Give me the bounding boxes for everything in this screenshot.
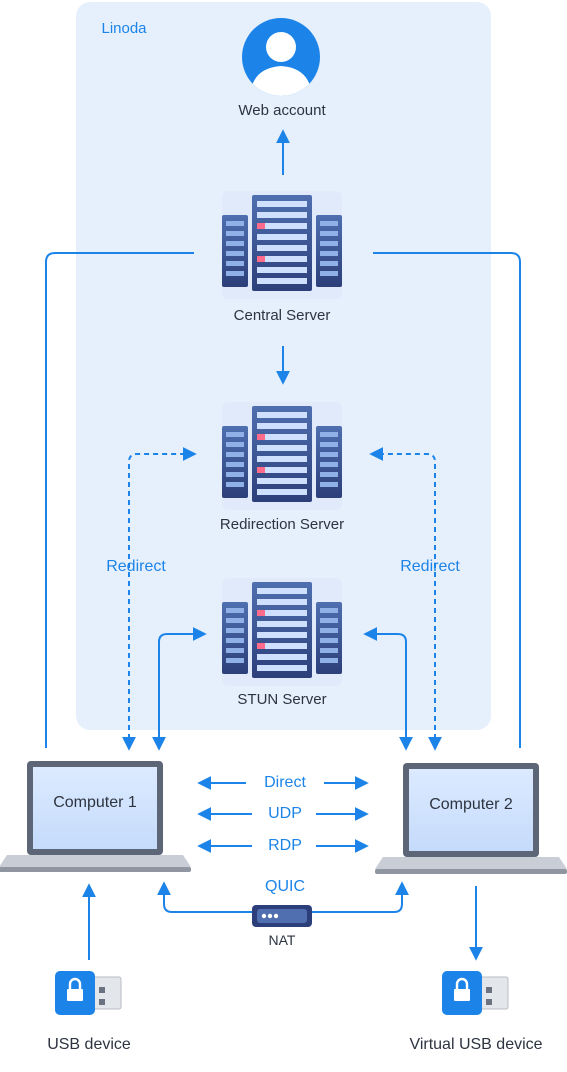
link-computer2-central — [373, 252, 521, 748]
arrow-quic-left — [157, 881, 252, 913]
virtual-usb-device-icon — [440, 969, 510, 1017]
redirect-right-label: Redirect — [400, 558, 460, 575]
virtual-usb-device-label: Virtual USB device — [409, 1036, 543, 1053]
computer1-laptop-icon — [0, 761, 191, 872]
user-avatar-icon — [242, 18, 320, 96]
nat-router-icon — [252, 905, 312, 927]
web-account-label: Web account — [238, 102, 326, 119]
computer2-label: Computer 2 — [429, 796, 513, 813]
region-label: Linoda — [101, 20, 147, 37]
rdp-label: RDP — [268, 837, 302, 854]
central-server-icon — [222, 191, 342, 299]
arrow-redirect-right — [369, 447, 442, 751]
quic-label: QUIC — [265, 878, 305, 895]
direct-label: Direct — [264, 774, 306, 791]
nat-label: NAT — [268, 932, 296, 948]
redirection-server-label: Redirection Server — [219, 516, 345, 533]
stun-server-label: STUN Server — [237, 691, 327, 708]
connection-arrows — [45, 129, 521, 961]
udp-label: UDP — [268, 805, 302, 822]
usb-device-icon — [53, 969, 123, 1017]
computer2-laptop-icon — [375, 763, 567, 874]
central-server-label: Central Server — [233, 307, 331, 324]
redirection-server-icon — [222, 402, 342, 510]
usb-device-label: USB device — [47, 1036, 131, 1053]
arrow-quic-right — [312, 881, 409, 913]
redirect-left-label: Redirect — [106, 558, 166, 575]
link-computer1-central — [45, 252, 194, 748]
arrow-stun-right — [363, 627, 413, 751]
arrow-stun-left — [152, 627, 207, 751]
stun-server-icon — [222, 578, 342, 686]
computer1-label: Computer 1 — [53, 794, 137, 811]
arrow-redirect-left — [122, 447, 197, 751]
